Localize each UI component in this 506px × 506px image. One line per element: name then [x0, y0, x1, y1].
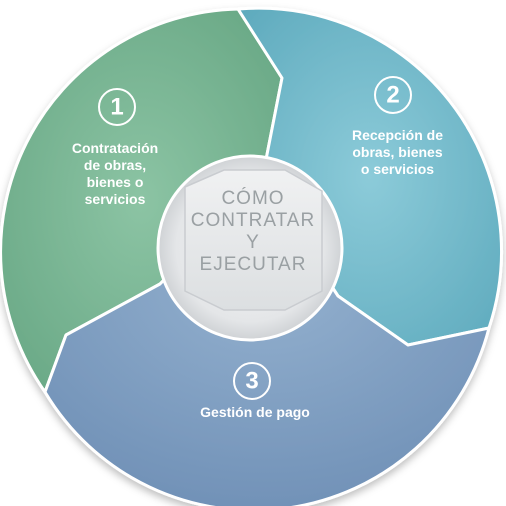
step-3-number: 3 [245, 368, 258, 395]
step-1-number-circle [98, 88, 136, 126]
segment-1-contratacion [0, 7, 284, 394]
step-2-number: 2 [386, 82, 399, 109]
step-3-label: Gestión de pago [200, 404, 310, 420]
segment-3-gestion-pago [43, 178, 491, 506]
segment-2-recepcion [236, 6, 503, 347]
step-1-label: Contratación de obras, bienes o servicio… [71, 140, 159, 207]
step-2-label: Recepción de obras, bienes o servicios [351, 127, 444, 177]
step-3-number-circle [233, 362, 271, 400]
hub-hexagon [184, 169, 323, 311]
center-title: CÓMO CONTRATAR Y EJECUTAR [190, 188, 316, 275]
step-1-number: 1 [110, 94, 123, 121]
step-2-number-circle [374, 76, 412, 114]
